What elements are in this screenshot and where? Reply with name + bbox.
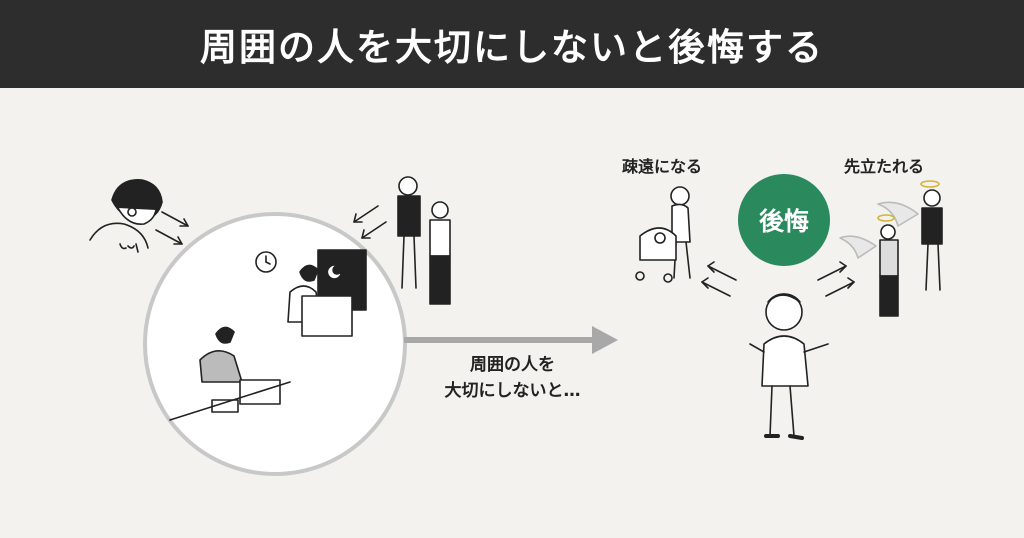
arrows-to-deceased [817,261,855,297]
transition-caption: 周囲の人を 大切にしないと… [405,352,620,404]
arrows-to-estranged [701,261,737,297]
arrows-right-into-circle [353,205,387,239]
regretful-person-illustration [749,293,829,440]
regret-badge: 後悔 [738,174,830,266]
transition-caption-line1: 周囲の人を [470,355,555,375]
regret-badge-label: 後悔 [758,207,809,236]
deceased-couple-illustration [839,180,943,317]
elderly-couple-illustration [397,176,451,305]
estranged-label: 疎遠になる [622,157,703,176]
office-scene-illustration [169,249,367,421]
arrows-left-into-circle [155,211,189,245]
angry-person-illustration [89,179,163,253]
main-transition-arrow [404,326,618,354]
deceased-label: 先立たれる [844,157,925,176]
page-title: 周囲の人を大切にしないと後悔する [200,26,824,69]
transition-caption-line2: 大切にしないと… [444,381,581,401]
header-bar: 周囲の人を大切にしないと後悔する [0,0,1024,88]
illustration-canvas [89,176,943,476]
stroller-parent-illustration [635,186,691,283]
